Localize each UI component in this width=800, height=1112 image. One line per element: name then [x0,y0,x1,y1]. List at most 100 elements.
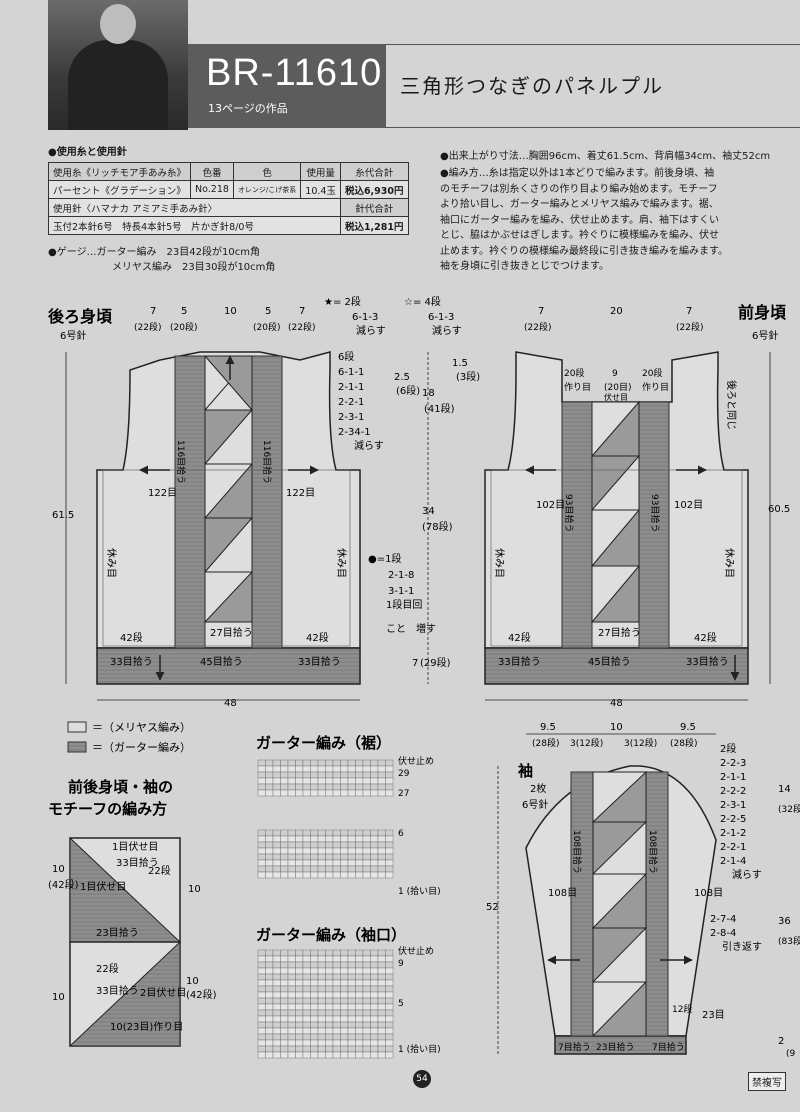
grid-cell [280,847,289,855]
grid-cell [355,777,364,785]
grid-cell [325,777,334,785]
grid-cell [325,771,334,779]
grid-cell [362,1015,371,1023]
grid-cell [340,783,349,791]
grid-cell [347,783,356,791]
motif-title: 前後身頃・袖の [68,778,173,796]
grid-cell [332,789,341,797]
grid-cell [280,1003,289,1011]
front-center: (20目) [604,382,631,393]
grid-cell [295,853,304,861]
grid-cell [355,955,364,963]
grid-cell [257,759,266,767]
grid-cell [265,967,274,975]
grid-cell [377,979,386,987]
grid-cell [287,789,296,797]
garter-hem-title: ガーター編み（裾） [256,734,391,752]
grid-cell [257,985,266,993]
grid-cell [347,1009,356,1017]
grid-cell [257,1015,266,1023]
grid-cell [302,1003,311,1011]
grid-cell [310,1039,319,1047]
grid-cell [370,1009,379,1017]
grid-cell [310,771,319,779]
grid-cell [272,853,281,861]
grid-cell [385,1045,394,1053]
grid-cell [265,829,274,837]
grid-cell [347,1015,356,1023]
grid-cell [347,967,356,975]
grid-cell [265,1033,274,1041]
instruction-line: ●編み方…糸は指定以外は1本どりで編みます。前後身頃、袖 [440,168,715,179]
grid-cell [347,865,356,873]
grid-cell [377,1015,386,1023]
grid-cell [362,961,371,969]
grid-cell [325,829,334,837]
sleeve-turn: 引き返す [722,941,762,953]
grid-cell [295,1039,304,1047]
front-pick: 45目拾う [588,655,631,668]
grid-cell [385,1039,394,1047]
grid-cell [310,1003,319,1011]
grid-cell [340,771,349,779]
grid-cell [310,1045,319,1053]
grid-cell [362,973,371,981]
motif-label: 33目拾う [96,984,139,997]
grid-cell [377,865,386,873]
grid-cell [332,777,341,785]
grid-cell [272,1021,281,1029]
grid-cell [265,949,274,957]
grid-cell [377,847,386,855]
grid-cell [385,859,394,867]
grid-cell [317,759,326,767]
grid-cell [370,759,379,767]
cuff-grid [257,949,394,1059]
grid-cell [287,829,296,837]
grid-cell [280,859,289,867]
grid-cell [295,961,304,969]
grid-cell [287,1009,296,1017]
grid-cell [295,997,304,1005]
cuff-row: 9 [398,959,404,969]
grid-cell [362,1021,371,1029]
motif-diagram: 前後身頃・袖の モチーフの編み方 1目伏せ目 33目拾う 22段 1目伏せ目 1… [48,778,217,1047]
hem-row: 27 [398,789,409,799]
grid-cell [295,771,304,779]
grid-cell [332,853,341,861]
side-dim: (78段) [422,520,453,533]
grid-cell [325,847,334,855]
front-dim: 7 [686,306,692,317]
grid-cell [280,841,289,849]
grid-cell [265,985,274,993]
grid-cell [257,1027,266,1035]
grid-cell [370,1039,379,1047]
yarn-header-cell: 使用糸《リッチモア手あみ糸》 [47,162,192,181]
grid-cell [257,789,266,797]
motif-label: 22段 [96,962,119,975]
grid-cell [265,955,274,963]
grid-cell [302,1033,311,1041]
hem-row: 6 [398,829,404,839]
grid-cell [362,841,371,849]
photo-head [100,4,136,44]
grid-cell [272,985,281,993]
grid-cell [355,985,364,993]
armhole-dec: 3-1-1 [388,586,414,597]
grid-cell [317,853,326,861]
grid-cell [385,1021,394,1029]
grid-cell [362,985,371,993]
grid-cell [332,1027,341,1035]
grid-cell [355,949,364,957]
side-dim: (29段) [420,656,451,669]
grid-cell [302,949,311,957]
star-note: 減らす [356,324,386,337]
grid-cell [265,1051,274,1059]
sleeve-title: 袖 [518,762,533,780]
motif-label: 10 [52,864,65,875]
front-row: (22段) [524,321,551,333]
grid-cell [355,1003,364,1011]
grid-cell [310,859,319,867]
grid-cell [302,1009,311,1017]
grid-cell [272,783,281,791]
grid-cell [265,759,274,767]
